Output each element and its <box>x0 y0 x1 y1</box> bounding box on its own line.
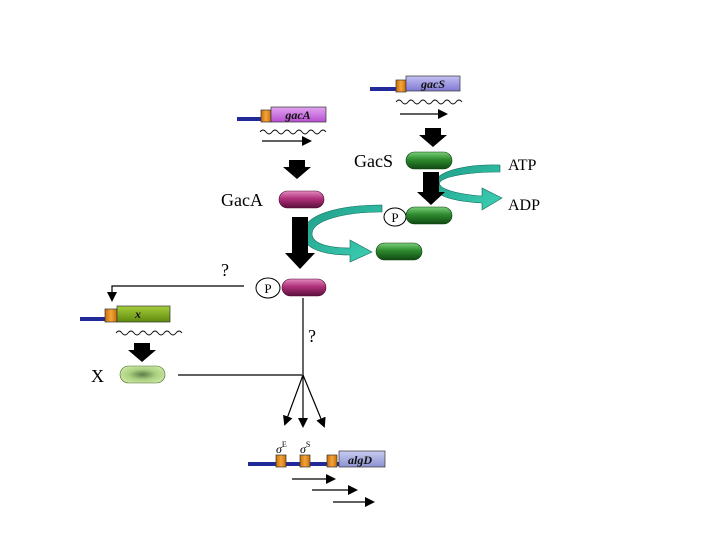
x-dna-line <box>80 317 105 321</box>
arrow-to-sigma-e <box>283 374 304 426</box>
gacA-mrna-wave <box>259 129 327 135</box>
atp-adp-cyan-arrow <box>433 164 503 211</box>
gacA-gene-label: gacA <box>284 108 310 122</box>
algD-gene-label: algD <box>348 453 372 467</box>
gacS-phospho-label: P <box>391 210 398 225</box>
gacS-translation-arrow <box>419 128 447 147</box>
gacA-phospho-protein <box>281 278 327 297</box>
gacS-phospho-protein <box>405 206 453 225</box>
gacA-gene-box <box>270 106 327 123</box>
gacS-protein-label: GacS <box>354 151 393 171</box>
gacS-phosphorylation-arrow <box>417 172 445 205</box>
gacS-gene-box <box>405 75 461 92</box>
x-mrna-wave <box>115 330 183 336</box>
atp-label: ATP <box>508 157 537 174</box>
sigma-s-label: σS <box>300 440 310 456</box>
algD-promoter <box>326 454 338 468</box>
gacA-promoter <box>260 109 272 123</box>
x-protein-label: X <box>91 366 104 386</box>
x-protein <box>119 365 166 384</box>
x-gene-box <box>116 305 171 323</box>
algD-dna-line <box>248 462 343 466</box>
gacS-gene: gacS <box>370 75 463 119</box>
x-gene: x <box>80 305 183 336</box>
gacS-mrna-wave <box>395 99 463 105</box>
sigma-s-promoter <box>299 454 311 468</box>
adp-label: ADP <box>508 197 540 214</box>
question-mark-x: ? <box>221 260 229 280</box>
gacA-phosphorylation-arrow <box>285 217 315 269</box>
gacA-phospho-circle <box>255 277 281 299</box>
x-promoter <box>104 308 118 323</box>
gacS-promoter <box>395 79 407 93</box>
gacA-protein <box>278 190 325 209</box>
gacA-translation-arrow <box>283 160 311 179</box>
x-translation-arrow <box>128 343 156 362</box>
phosphotransfer-cyan-arrow <box>302 204 383 263</box>
arrow-to-algD-promoter <box>302 374 326 428</box>
gacS-dephospho-protein <box>375 242 423 261</box>
gacA-protein-label: GacA <box>221 190 263 210</box>
algD-gene-box <box>338 450 386 468</box>
sigma-e-promoter <box>275 454 287 468</box>
gacA-gene: gacA <box>237 106 327 146</box>
gacS-gene-label: gacS <box>420 77 445 91</box>
algD-gene: algD σE σS <box>248 440 386 507</box>
gacA-phospho-label: P <box>264 281 271 296</box>
gacS-dna-line <box>370 87 396 91</box>
regulation-line-to-x <box>107 285 244 302</box>
question-mark-algD: ? <box>308 326 316 346</box>
x-gene-label: x <box>134 307 141 321</box>
gacS-protein <box>405 151 453 170</box>
sigma-e-label: σE <box>276 440 287 456</box>
gacA-dna-line <box>237 117 261 121</box>
